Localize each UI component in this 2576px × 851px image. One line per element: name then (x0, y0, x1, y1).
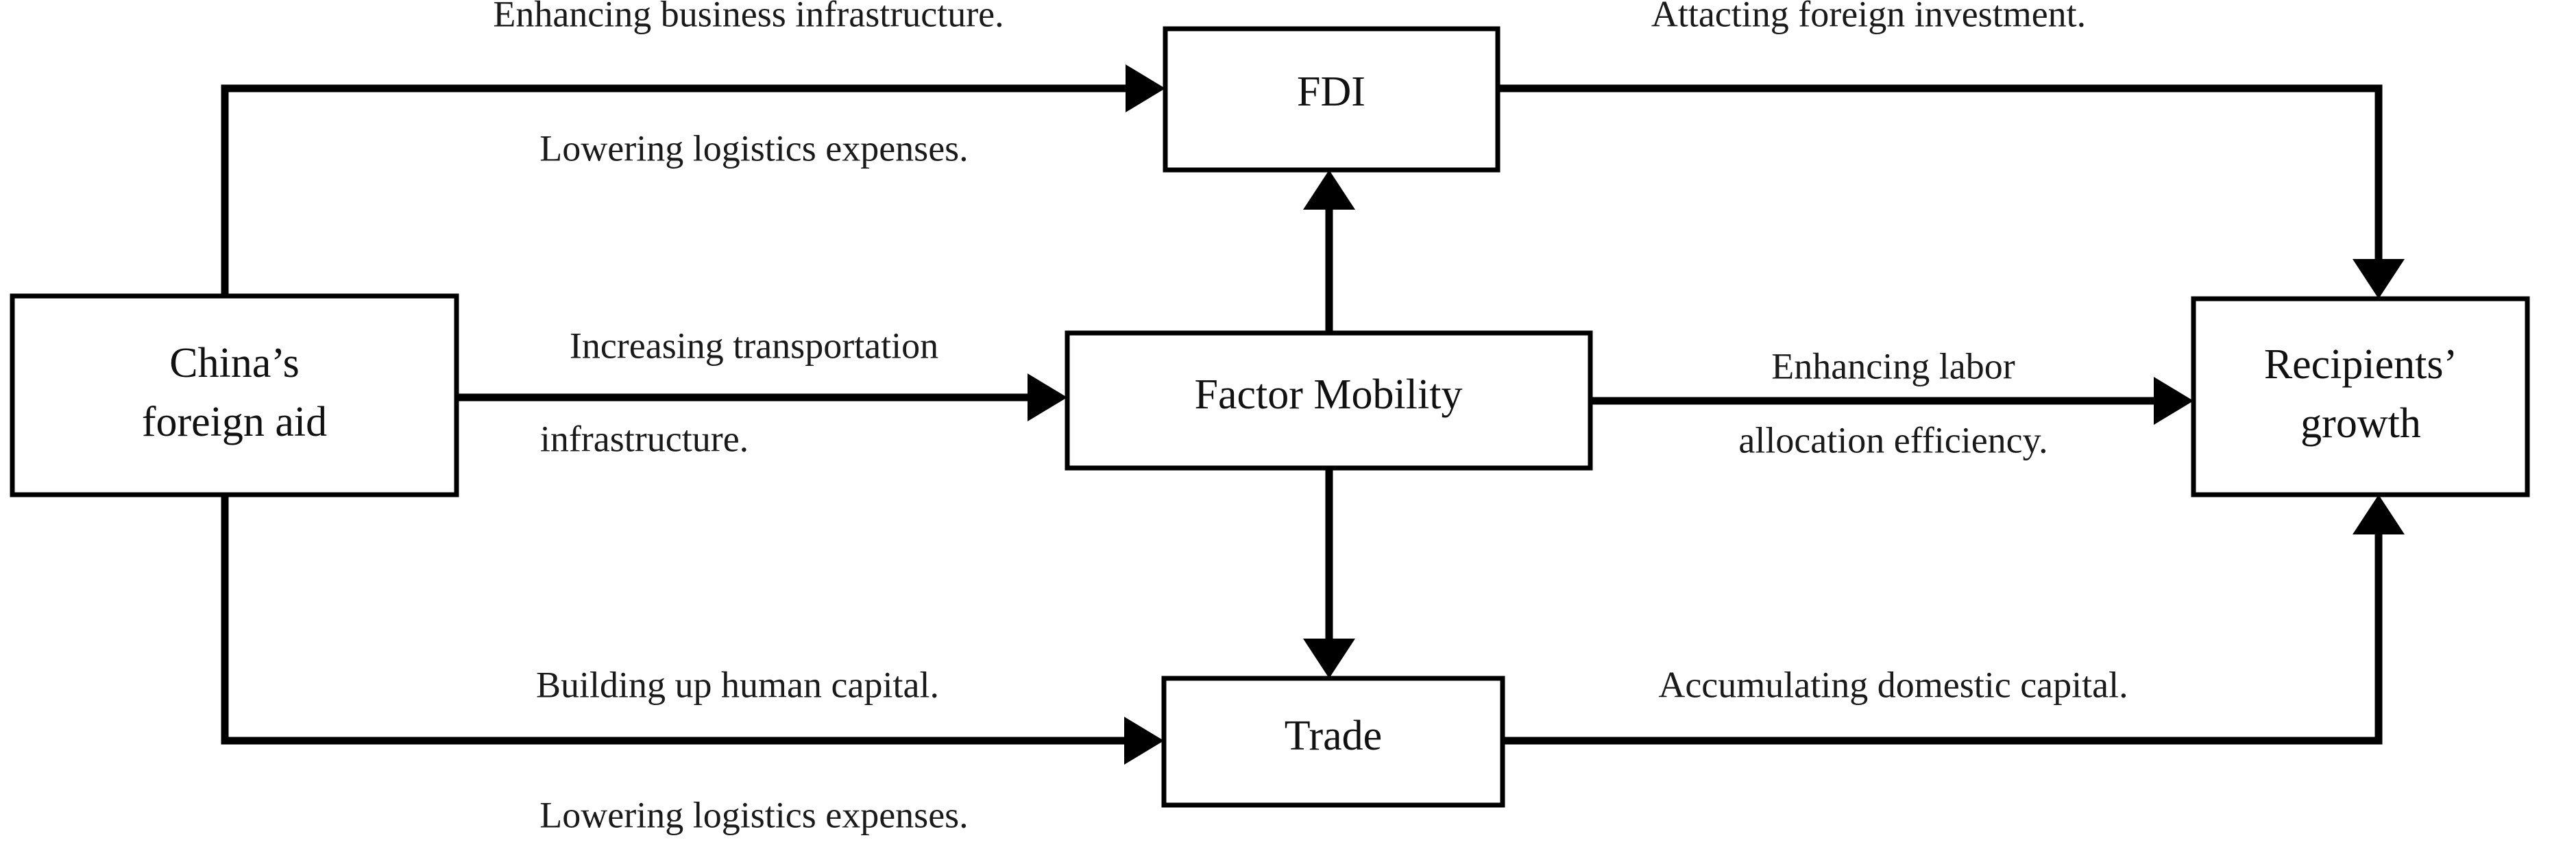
node-factor-mobility-label: Factor Mobility (1195, 371, 1463, 418)
edge-label-trade-to-recipients: Accumulating domestic capital. (1658, 664, 2128, 705)
node-china-foreign-aid-box (10, 293, 459, 497)
node-factor-mobility-box (1065, 330, 1593, 471)
node-recipients-growth-label-line1: Recipients’ (2264, 341, 2457, 388)
edge-aid-to-trade-line (221, 495, 1137, 745)
edge-label-aid-to-fdi-top: Enhancing business infrastructure. (493, 0, 1004, 34)
edge-factor-to-trade-arrowhead (1303, 639, 1355, 678)
edge-aid-to-fdi-arrowhead (1126, 64, 1165, 112)
edge-label-factor-to-recipients-line2: allocation efficiency. (1738, 419, 2048, 460)
node-recipients-growth-box (2191, 296, 2530, 497)
node-china-foreign-aid-label-line1: China’s (169, 340, 299, 386)
edge-label-factor-to-recipients-line1: Enhancing labor (1771, 345, 2015, 386)
node-recipients-growth[interactable]: Recipients’ growth (2191, 296, 2530, 497)
node-fdi-label: FDI (1297, 69, 1365, 115)
edge-trade-to-recipients-line (1503, 522, 2383, 745)
node-china-foreign-aid[interactable]: China’s foreign aid (10, 293, 459, 497)
edge-label-aid-to-trade-top: Building up human capital. (536, 664, 939, 705)
edge-label-fdi-to-recipients: Attacting foreign investment. (1651, 0, 2086, 34)
node-factor-mobility[interactable]: Factor Mobility (1065, 330, 1593, 471)
edge-aid-to-fdi-line (221, 84, 1138, 296)
edge-label-aid-to-trade-bottom: Lowering logistics expenses. (539, 794, 968, 835)
edge-fdi-to-recipients-arrowhead (2353, 259, 2405, 299)
node-trade-box (1161, 676, 1505, 808)
node-china-foreign-aid-label-line2: foreign aid (142, 399, 327, 445)
edge-aid-to-trade-arrowhead (1124, 717, 1164, 765)
edge-fdi-to-recipients-line (1498, 84, 2383, 271)
node-fdi[interactable]: FDI (1163, 26, 1500, 173)
edge-label-aid-to-factor-line1: Increasing transportation (570, 325, 938, 366)
edge-trade-to-recipients-arrowhead (2353, 495, 2405, 534)
edge-factor-to-recipients-arrowhead (2154, 377, 2194, 425)
edge-label-aid-to-factor-line2: infrastructure. (540, 418, 749, 459)
edge-factor-to-fdi-arrowhead (1303, 170, 1355, 210)
node-recipients-growth-label-line2: growth (2300, 400, 2421, 447)
node-trade[interactable]: Trade (1161, 676, 1505, 808)
edge-aid-to-factor-arrowhead (1028, 373, 1067, 421)
edge-label-aid-to-fdi-bottom: Lowering logistics expenses. (539, 127, 968, 169)
node-trade-label: Trade (1285, 713, 1382, 759)
node-fdi-box (1163, 26, 1500, 173)
